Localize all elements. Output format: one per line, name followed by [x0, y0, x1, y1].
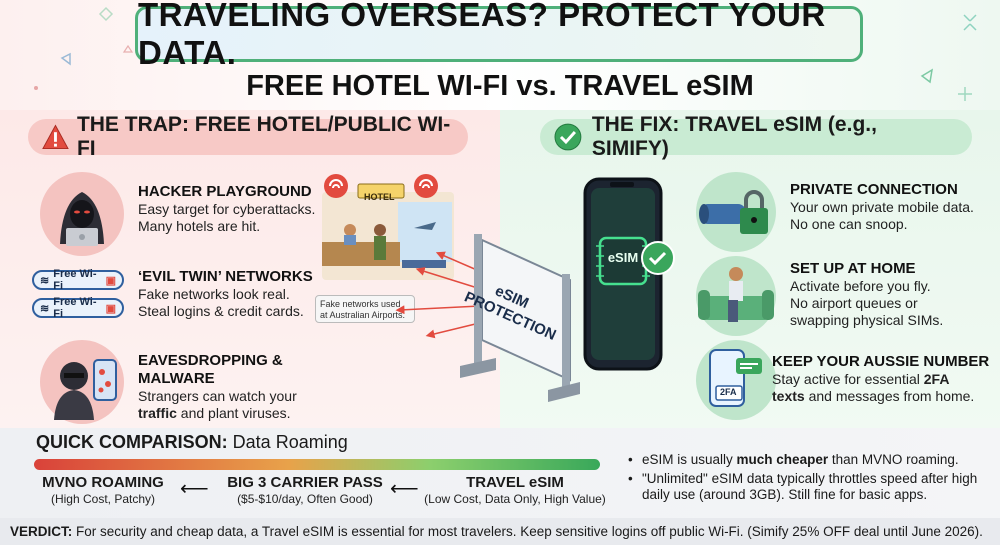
cost-gradient-bar: [34, 459, 600, 470]
comparison-notes: eSIM is usually much cheaper than MVNO r…: [628, 452, 988, 506]
fix-item-aussie-number: KEEP YOUR AUSSIE NUMBER Stay active for …: [772, 353, 997, 405]
phone-2fa-icon: [709, 349, 762, 407]
hacker-icon: [60, 192, 104, 246]
note-text: than MVNO roaming.: [828, 452, 959, 467]
comparison-title: QUICK COMPARISON: Data Roaming: [36, 432, 348, 453]
phone-illustration: [583, 177, 675, 371]
fix-heading-label: THE FIX: TRAVEL eSIM (e.g., SIMIFY): [591, 113, 877, 160]
twofa-label: 2FA: [720, 387, 737, 397]
trap-item-title: HACKER PLAYGROUND: [138, 183, 312, 200]
tier-sub: ($5-$10/day, Often Good): [237, 492, 373, 506]
fix-heading: THE FIX: TRAVEL eSIM (e.g., SIMIFY): [540, 113, 972, 160]
wifi-pill-label: Free Wi-Fi: [53, 296, 97, 320]
fix-item-line: swapping physical SIMs.: [790, 312, 944, 328]
fix-item-line: No airport queues or: [790, 295, 918, 311]
wifi-pill-label: Free Wi-Fi: [53, 268, 97, 292]
fix-item-bold: texts: [772, 388, 805, 404]
aussie-number-illustration: [696, 340, 776, 420]
trap-item-line: Many hotels are hit.: [138, 218, 261, 234]
wifi-icon: ≋: [40, 274, 50, 287]
page-subtitle: FREE HOTEL WI-FI vs. TRAVEL eSIM: [246, 70, 754, 102]
verdict-text: For security and cheap data, a Travel eS…: [72, 524, 983, 539]
trap-item-line: Steal logins & credit cards.: [138, 303, 304, 319]
hotel-sign: HOTEL: [364, 192, 395, 202]
tier-sub: (Low Cost, Data Only, High Value): [424, 492, 606, 506]
trap-heading-label: THE TRAP: FREE HOTEL/PUBLIC WI-FI: [76, 113, 451, 160]
decorative-shapes: [34, 6, 977, 101]
trap-item-line: Easy target for cyberattacks.: [138, 201, 316, 217]
checkmark-icon: [554, 123, 582, 151]
comparison-title-bold: QUICK COMPARISON:: [36, 432, 228, 452]
eavesdropper-icon: [54, 359, 117, 420]
tier-name: TRAVEL eSIM: [466, 474, 564, 491]
lock-icon: ▣: [105, 302, 116, 315]
fix-item-line: texts and messages from home.: [772, 388, 997, 405]
fix-item-setup-at-home: SET UP AT HOME Activate before you fly. …: [790, 260, 990, 329]
tier-sub: (High Cost, Patchy): [50, 492, 156, 506]
trap-item-eavesdropping: EAVESDROPPING & MALWARE Strangers can wa…: [138, 352, 358, 422]
note-text: eSIM is usually: [642, 452, 737, 467]
trap-heading: THE TRAP: FREE HOTEL/PUBLIC WI-FI: [28, 113, 468, 160]
fix-item-line: Activate before you fly.: [790, 278, 931, 294]
fix-item-line: Stay active for essential 2FA: [772, 371, 997, 388]
fix-item-title: KEEP YOUR AUSSIE NUMBER: [772, 353, 990, 370]
private-connection-illustration: [696, 172, 776, 252]
setup-at-home-illustration: [696, 256, 776, 336]
esim-chip-label: eSIM: [607, 250, 639, 265]
arrow-left-icon: ⟵: [390, 478, 419, 500]
note-text: "Unlimited" eSIM data typically throttle…: [642, 471, 978, 502]
fix-item-line: No one can snoop.: [790, 216, 908, 232]
verdict-label: VERDICT:: [10, 524, 73, 539]
fake-wifi-badge: ≋ Free Wi-Fi ▣: [32, 268, 124, 292]
tier-big3-carrier: BIG 3 CARRIER PASS ($5-$10/day, Often Go…: [215, 474, 395, 507]
trap-item-line: traffic and plant viruses.: [138, 405, 358, 422]
fix-item-line-start: Stay active for essential: [772, 371, 924, 387]
lock-tunnel-icon: [699, 190, 768, 234]
page-title: TRAVELING OVERSEAS? PROTECT YOUR DATA.: [135, 0, 863, 71]
tier-name: MVNO ROAMING: [42, 474, 164, 491]
trap-item-evil-twin: ‘EVIL TWIN’ NETWORKS Fake networks look …: [138, 268, 338, 320]
fix-item-private-connection: PRIVATE CONNECTION Your own private mobi…: [790, 181, 990, 233]
hotel-lobby-illustration: [322, 174, 454, 280]
fix-item-line-rest: and messages from home.: [804, 388, 975, 404]
couch-person-icon: [698, 267, 774, 322]
trap-item-title: ‘EVIL TWIN’ NETWORKS: [138, 268, 313, 285]
hacker-illustration: [40, 172, 124, 256]
fix-item-title: SET UP AT HOME: [790, 260, 916, 277]
tier-name: BIG 3 CARRIER PASS: [227, 474, 383, 491]
tier-mvno-roaming: MVNO ROAMING (High Cost, Patchy): [28, 474, 178, 507]
note-item: "Unlimited" eSIM data typically throttle…: [628, 471, 988, 503]
fix-item-title: PRIVATE CONNECTION: [790, 181, 958, 198]
eavesdropper-illustration: [40, 340, 124, 424]
warning-icon: [42, 124, 69, 150]
trap-item-title: EAVESDROPPING & MALWARE: [138, 352, 283, 387]
trap-item-line-rest: and plant viruses.: [176, 405, 291, 421]
trap-item-line: Fake networks look real.: [138, 286, 290, 302]
verdict-bar: VERDICT: For security and cheap data, a …: [0, 518, 1000, 545]
lock-icon: ▣: [105, 274, 116, 287]
arrow-left-icon: ⟵: [180, 478, 209, 500]
note-bold: much cheaper: [736, 452, 829, 467]
fix-item-bold: 2FA: [923, 371, 950, 387]
comparison-title-rest: Data Roaming: [227, 432, 348, 452]
note-item: eSIM is usually much cheaper than MVNO r…: [628, 452, 988, 468]
esim-protection-barrier: [460, 234, 580, 402]
trap-item-bold: traffic: [138, 405, 177, 421]
wifi-icon: ≋: [40, 302, 50, 315]
trap-item-hacker: HACKER PLAYGROUND Easy target for cybera…: [138, 183, 328, 235]
tier-travel-esim: TRAVEL eSIM (Low Cost, Data Only, High V…: [420, 474, 610, 507]
fix-item-line: Your own private mobile data.: [790, 199, 974, 215]
trap-item-line: Strangers can watch your: [138, 388, 297, 404]
fake-wifi-badge: ≋ Free Wi-Fi ▣: [32, 296, 124, 320]
